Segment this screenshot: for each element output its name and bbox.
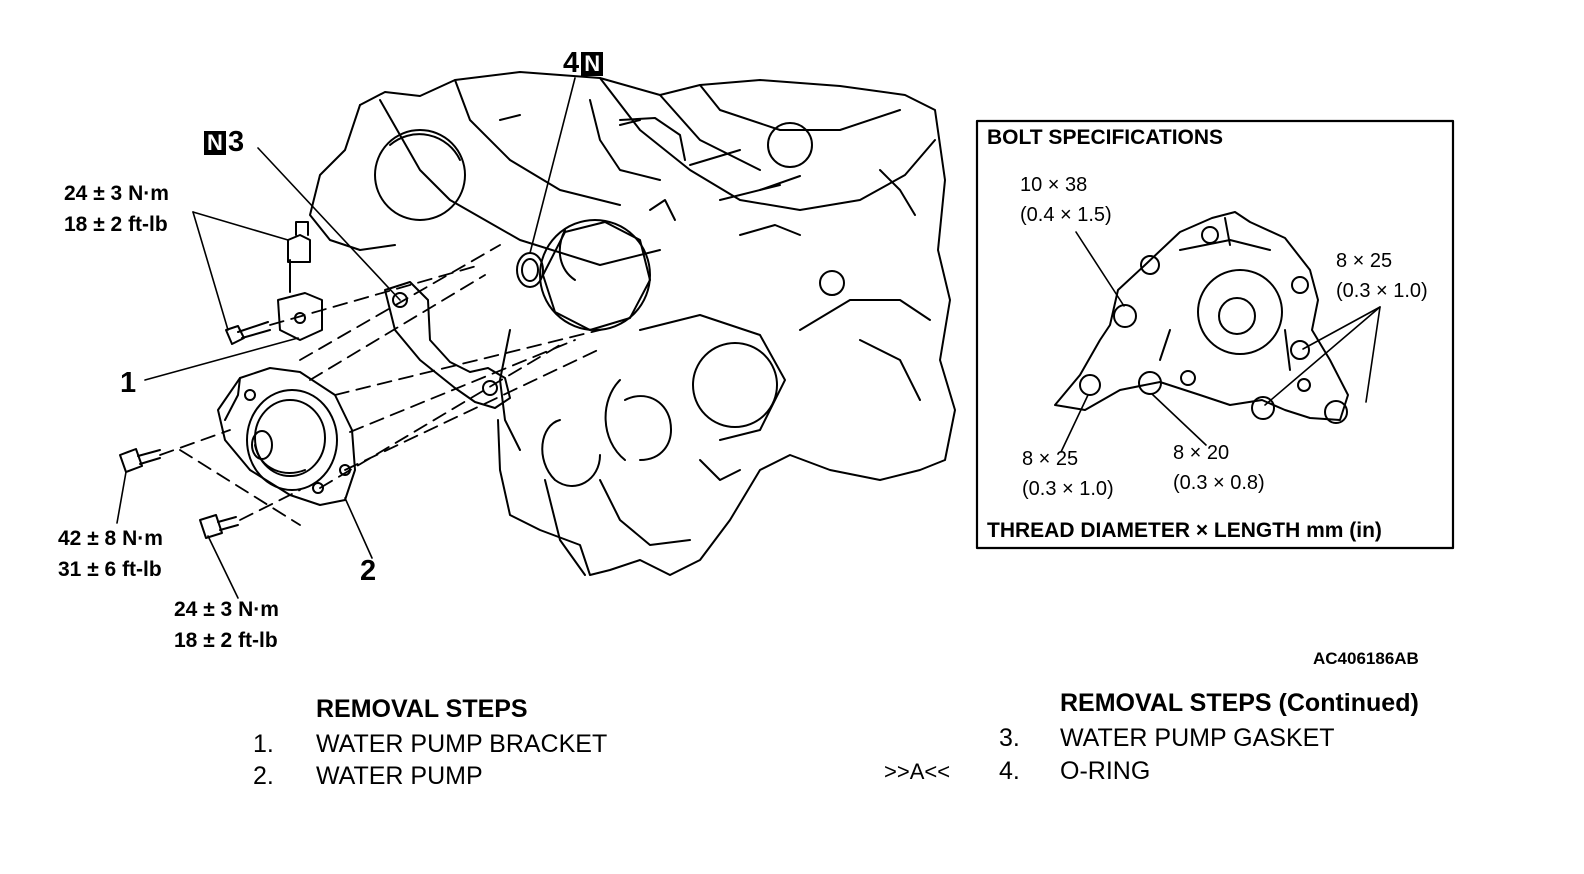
removal-step-row: >>A<< 4. O-RING bbox=[884, 757, 1384, 785]
spec-in: (0.4 × 1.5) bbox=[1020, 204, 1112, 226]
callout-number: 3 bbox=[228, 126, 245, 158]
spec-in: (0.3 × 0.8) bbox=[1173, 472, 1265, 494]
spec-mm: 10 × 38 bbox=[1020, 174, 1088, 196]
alignment-dashed-lines bbox=[159, 244, 601, 526]
torque-label-pump-bolt-lower: 24 ± 3 N·m 18 ± 2 ft-lb bbox=[174, 594, 279, 656]
removal-steps-title: REMOVAL STEPS bbox=[316, 695, 528, 723]
removal-step-row: 3. WATER PUMP GASKET bbox=[884, 724, 1384, 752]
torque-ftlb: 18 ± 2 ft-lb bbox=[174, 629, 278, 652]
figure-code: AC406186AB bbox=[1313, 649, 1419, 668]
callout-item-4: 4 N bbox=[563, 47, 604, 79]
torque-label-bracket-bolt: 24 ± 3 N·m 18 ± 2 ft-lb bbox=[64, 178, 169, 240]
removal-steps-continued-title: REMOVAL STEPS (Continued) bbox=[1060, 689, 1419, 717]
callout-item-2: 2 bbox=[360, 555, 377, 587]
callout-item-3: N 3 bbox=[204, 128, 244, 157]
removal-step-row: 1. WATER PUMP BRACKET bbox=[253, 730, 653, 758]
step-number: 3. bbox=[999, 724, 1020, 752]
water-pump bbox=[217, 367, 356, 506]
bolt-spec-8x25-right: 8 × 25 (0.3 × 1.0) bbox=[1336, 246, 1428, 306]
torque-ftlb: 18 ± 2 ft-lb bbox=[64, 213, 168, 236]
bolt-spec-8x25-left: 8 × 25 (0.3 × 1.0) bbox=[1022, 444, 1114, 504]
step-text: WATER PUMP BRACKET bbox=[316, 730, 608, 758]
step-text: O-RING bbox=[1060, 757, 1151, 785]
torque-nm: 42 ± 8 N·m bbox=[58, 527, 163, 550]
torque-ftlb: 31 ± 6 ft-lb bbox=[58, 558, 162, 581]
step-marker: >>A<< bbox=[884, 759, 951, 784]
leader-lines bbox=[116, 77, 576, 599]
removal-step-row: 2. WATER PUMP bbox=[253, 762, 653, 790]
callout-number: 4 bbox=[563, 47, 580, 79]
new-part-badge: N bbox=[581, 51, 604, 76]
water-pump-gasket bbox=[384, 281, 511, 409]
torque-nm: 24 ± 3 N·m bbox=[174, 598, 279, 621]
bolt-spec-box bbox=[975, 119, 1455, 550]
callout-item-1: 1 bbox=[120, 367, 137, 399]
bolt-spec-8x20: 8 × 20 (0.3 × 0.8) bbox=[1173, 438, 1265, 498]
step-number: 1. bbox=[253, 730, 274, 758]
step-number: 2. bbox=[253, 762, 274, 790]
spec-in: (0.3 × 1.0) bbox=[1336, 280, 1428, 302]
bolt-spec-footer: THREAD DIAMETER × LENGTH mm (in) bbox=[987, 519, 1382, 542]
spec-in: (0.3 × 1.0) bbox=[1022, 478, 1114, 500]
spec-mm: 8 × 25 bbox=[1022, 448, 1079, 470]
spec-mm: 8 × 20 bbox=[1173, 442, 1230, 464]
o-ring bbox=[516, 252, 544, 288]
step-text: WATER PUMP GASKET bbox=[1060, 724, 1335, 752]
step-number: 4. bbox=[999, 757, 1020, 785]
bolt-illustrations bbox=[119, 321, 271, 539]
torque-label-pump-bolt-upper: 42 ± 8 N·m 31 ± 6 ft-lb bbox=[58, 523, 163, 585]
new-part-badge: N bbox=[204, 130, 226, 155]
step-text: WATER PUMP bbox=[316, 762, 483, 790]
engine-block-illustration bbox=[309, 71, 956, 576]
bolt-spec-10x38: 10 × 38 (0.4 × 1.5) bbox=[1020, 170, 1112, 230]
spec-mm: 8 × 25 bbox=[1336, 250, 1393, 272]
torque-nm: 24 ± 3 N·m bbox=[64, 182, 169, 205]
bolt-spec-title: BOLT SPECIFICATIONS bbox=[987, 126, 1224, 149]
